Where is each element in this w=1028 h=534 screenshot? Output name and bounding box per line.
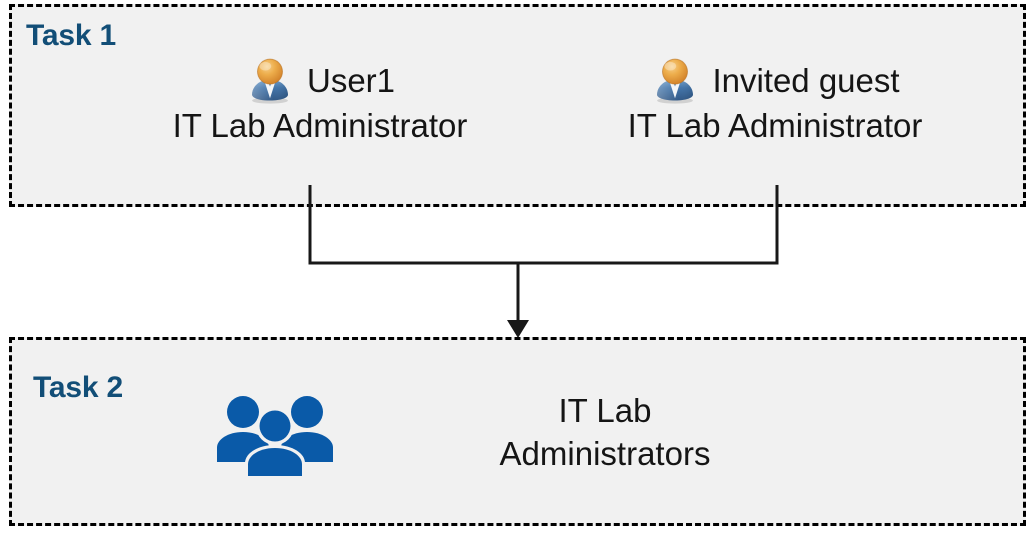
person-user1-name: User1: [306, 61, 396, 99]
task-1-container: [9, 4, 1026, 207]
person-user1-role: IT Lab Administrator: [172, 107, 468, 144]
task-2-container: [9, 337, 1026, 526]
person-invited-guest-name: Invited guest: [712, 61, 900, 99]
single-user-icon: [650, 56, 700, 106]
person-invited-guest-role: IT Lab Administrator: [627, 107, 923, 144]
person-user1: User1 IT Lab Administrator: [120, 58, 520, 147]
person-invited-guest: Invited guest IT Lab Administrator: [575, 58, 975, 147]
single-user-icon: [245, 56, 295, 106]
task-1-label: Task 1: [26, 19, 116, 52]
user-group-icon: [212, 392, 338, 476]
group-name: IT Lab Administrators: [395, 390, 815, 476]
arrow-head: [507, 320, 529, 338]
person-user1-top-row: User1: [120, 58, 520, 104]
person-invited-guest-top-row: Invited guest: [575, 58, 975, 104]
task-2-label: Task 2: [33, 371, 123, 404]
group-name-line-1: IT Lab: [558, 392, 652, 429]
group-name-line-2: Administrators: [499, 434, 711, 472]
